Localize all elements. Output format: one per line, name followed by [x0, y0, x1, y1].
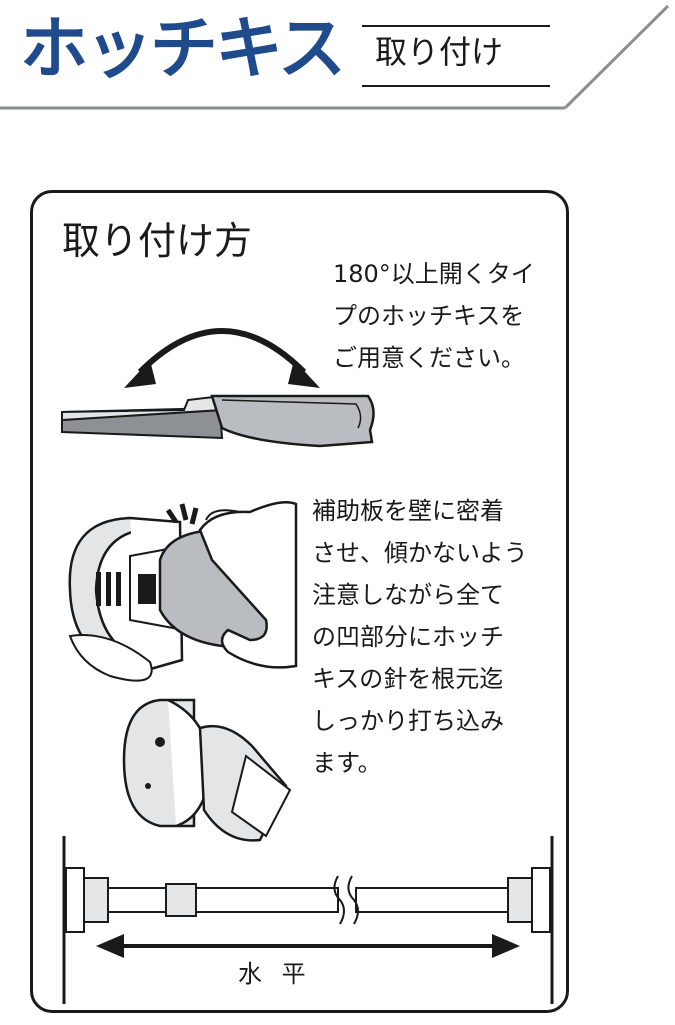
tension-rod-illustration — [62, 836, 554, 1004]
note-line: しっかり打ち込み — [312, 707, 504, 735]
note-line: ご用意ください。 — [333, 344, 525, 372]
rotate-arrow-icon — [124, 328, 320, 388]
header-rule — [0, 4, 670, 110]
hand-stapling-illustration — [68, 501, 298, 682]
note-line: の凹部分にホッチ — [312, 623, 504, 651]
page-subtitle: 取り付け — [375, 33, 504, 71]
bracket-closeup-illustration — [122, 698, 292, 842]
note-line: キスの針を根元迄 — [312, 665, 504, 693]
panel-title: 取り付け方 — [62, 219, 253, 263]
note-line: ます。 — [312, 749, 382, 777]
note-line: 補助板を壁に密着 — [312, 497, 504, 525]
note-line: プのホッチキスを — [333, 302, 525, 330]
note-staple-instructions: 補助板を壁に密着 させ、傾かないよう 注意しながら全て の凹部分にホッチ キスの… — [312, 490, 528, 784]
note-line: 注意しながら全て — [312, 581, 504, 609]
level-label: 水 平 — [238, 960, 312, 988]
instruction-panel — [30, 190, 569, 1013]
stapler-open-illustration — [61, 394, 375, 448]
note-open-stapler: 180°以上開くタイ プのホッチキスを ご用意ください。 — [333, 253, 535, 379]
note-line: 180°以上開くタイ — [333, 260, 535, 288]
page-title: ホッチキス — [20, 10, 346, 89]
note-line: させ、傾かないよう — [312, 539, 528, 567]
double-arrow-icon — [96, 934, 520, 958]
